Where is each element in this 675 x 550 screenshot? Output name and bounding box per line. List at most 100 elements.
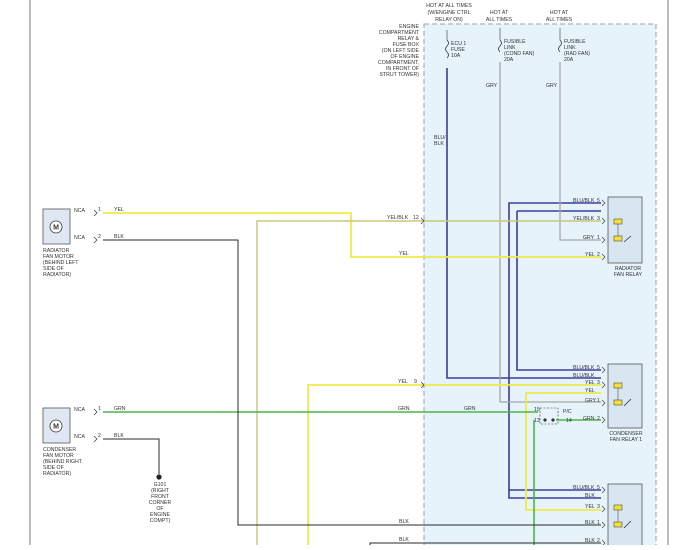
relay-switch-icon xyxy=(623,520,632,529)
cond-wire-blk: BLK xyxy=(114,433,124,439)
wire-blu-blk-main xyxy=(446,68,601,379)
label-blu-blk-vert-1: BLU/ xyxy=(434,135,446,141)
svg-text:RADIATOR: RADIATOR xyxy=(43,248,70,254)
label-grn-right: GRN xyxy=(464,406,476,412)
hot-ecu-line-3: RELAY ON) xyxy=(435,17,463,23)
rr-pin-2: 3 xyxy=(597,216,600,222)
svg-text:LINK: LINK xyxy=(564,45,576,51)
ground-g101-icon xyxy=(156,474,162,480)
fuse-cond-fan-icon xyxy=(498,28,502,53)
rr-wire-3: GRY xyxy=(583,235,595,241)
svg-text:STRUT TOWER): STRUT TOWER) xyxy=(380,72,420,78)
relay-switch-icon xyxy=(623,235,632,243)
motor-icon xyxy=(49,419,63,433)
condenser-fan-relay-1 xyxy=(607,363,643,429)
svg-text:FUSIBLE: FUSIBLE xyxy=(504,39,526,45)
svg-text:IN FRONT OF: IN FRONT OF xyxy=(386,66,419,72)
wire-blu-blk-cond1 xyxy=(516,211,601,371)
cr1-name-2: FAN RELAY 1 xyxy=(610,437,643,443)
label-yel-rad: YEL xyxy=(399,251,409,257)
hot-right-line-2: ALL TIMES xyxy=(546,17,573,23)
relay-coil-icon xyxy=(613,235,623,242)
rr-name-2: FAN RELAY xyxy=(614,272,643,278)
wire-yel-cond2 xyxy=(525,392,601,511)
rad-wire-yel: YEL xyxy=(114,207,124,213)
cr2-wire-5: BLK xyxy=(585,538,595,544)
rad-nca-2: NCA xyxy=(74,235,85,241)
condenser-fan-relay-2 xyxy=(607,483,643,550)
svg-text:FAN MOTOR: FAN MOTOR xyxy=(43,453,74,459)
rad-connector-1-icon xyxy=(93,209,98,217)
svg-text:(RAD FAN): (RAD FAN) xyxy=(564,51,590,57)
cr1-wire-1: BLU/BLK xyxy=(573,365,595,371)
label-conn-15: 15 xyxy=(534,407,540,413)
motor-icon xyxy=(49,220,63,234)
hot-mid-line-1: HOT AT xyxy=(490,10,509,16)
cond-wire-grn: GRN xyxy=(114,406,126,412)
wire-gry-rad xyxy=(559,62,601,241)
svg-text:ENGINE: ENGINE xyxy=(399,24,419,30)
svg-text:CONDENSER: CONDENSER xyxy=(43,447,76,453)
svg-text:COMPT): COMPT) xyxy=(150,518,171,524)
cond-pin-2: 2 xyxy=(98,433,101,439)
svg-text:20A: 20A xyxy=(504,57,514,63)
cond-connector-1-icon xyxy=(93,408,98,416)
rr-pin-1: 5 xyxy=(597,198,600,204)
label-yel-9: YEL xyxy=(398,379,408,385)
radiator-motor-desc: RADIATOR FAN MOTOR (BEHIND LEFT SIDE OF … xyxy=(43,248,79,278)
rad-nca-1: NCA xyxy=(74,208,85,214)
svg-text:ENGINE: ENGINE xyxy=(150,512,170,518)
hot-ecu-line-2: (W/ENGINE CTRL xyxy=(428,10,471,16)
cr2-pin-3: 3 xyxy=(597,504,600,510)
wire-blk-condenser xyxy=(103,438,160,474)
cond-nca-2: NCA xyxy=(74,434,85,440)
cr2-pin-5: 2 xyxy=(597,538,600,544)
hot-right-line-1: HOT AT xyxy=(550,10,569,16)
cr1-wire-3: YEL xyxy=(585,380,595,386)
svg-text:RADIATOR): RADIATOR) xyxy=(43,471,71,477)
label-gry-right: GRY xyxy=(546,83,558,89)
label-blu-blk-vert-2: BLK xyxy=(434,141,444,147)
rr-connector-icons xyxy=(601,199,606,261)
cr2-wire-3: YEL xyxy=(585,504,595,510)
svg-text:G101: G101 xyxy=(154,482,167,488)
condenser-fan-motor: M xyxy=(42,407,71,444)
cr1-pin-1: 5 xyxy=(597,365,600,371)
svg-text:ECU 1: ECU 1 xyxy=(451,41,466,47)
cr1-wire-5: GRY xyxy=(585,398,597,404)
relay-coil-icon xyxy=(613,504,623,511)
wire-blk-bottom xyxy=(369,542,601,545)
hot-mid-line-2: ALL TIMES xyxy=(486,17,513,23)
rad-connector-2-icon xyxy=(93,236,98,244)
rr-wire-4: YEL xyxy=(585,252,595,258)
svg-text:CORNER: CORNER xyxy=(149,500,172,506)
cond-nca-1: NCA xyxy=(74,407,85,413)
fuse-rad-fan-icon xyxy=(558,28,562,53)
svg-text:FRONT: FRONT xyxy=(151,494,170,500)
svg-text:(RIGHT: (RIGHT xyxy=(151,488,170,494)
cr2-connector-icons xyxy=(601,486,606,547)
rr-pin-3: 1 xyxy=(597,235,600,241)
rad-pin-1: 1 xyxy=(98,207,101,213)
svg-text:(COND FAN): (COND FAN) xyxy=(504,51,535,57)
svg-text:COMPARTMENT: COMPARTMENT xyxy=(379,30,420,36)
label-gry-mid: GRY xyxy=(486,83,498,89)
cr1-pin-5: 1 xyxy=(597,398,600,404)
label-yel-blk: YEL/BLK xyxy=(387,215,409,221)
wire-blk-radiator xyxy=(103,239,601,526)
connector-9-icon xyxy=(420,381,425,389)
svg-text:10A: 10A xyxy=(451,53,461,59)
cond-connector-2-icon xyxy=(93,435,98,443)
fuse-cond-fan-label: FUSIBLE LINK (COND FAN) 20A xyxy=(504,39,535,63)
svg-text:COMPARTMENT,: COMPARTMENT, xyxy=(378,60,419,66)
svg-text:RADIATOR): RADIATOR) xyxy=(43,272,71,278)
wire-yel-9 xyxy=(307,384,601,545)
label-blk-bottom-1: BLK xyxy=(399,519,409,525)
fuse-relay-box xyxy=(423,23,657,550)
wire-blu-blk-cond2 xyxy=(508,490,601,499)
cr1-wire-6: GRN xyxy=(583,416,595,422)
svg-text:LINK: LINK xyxy=(504,45,516,51)
rr-wire-1: BLU/BLK xyxy=(573,198,595,204)
hot-ecu-line-1: HOT AT ALL TIMES xyxy=(426,3,472,9)
rr-pin-4: 2 xyxy=(597,252,600,258)
